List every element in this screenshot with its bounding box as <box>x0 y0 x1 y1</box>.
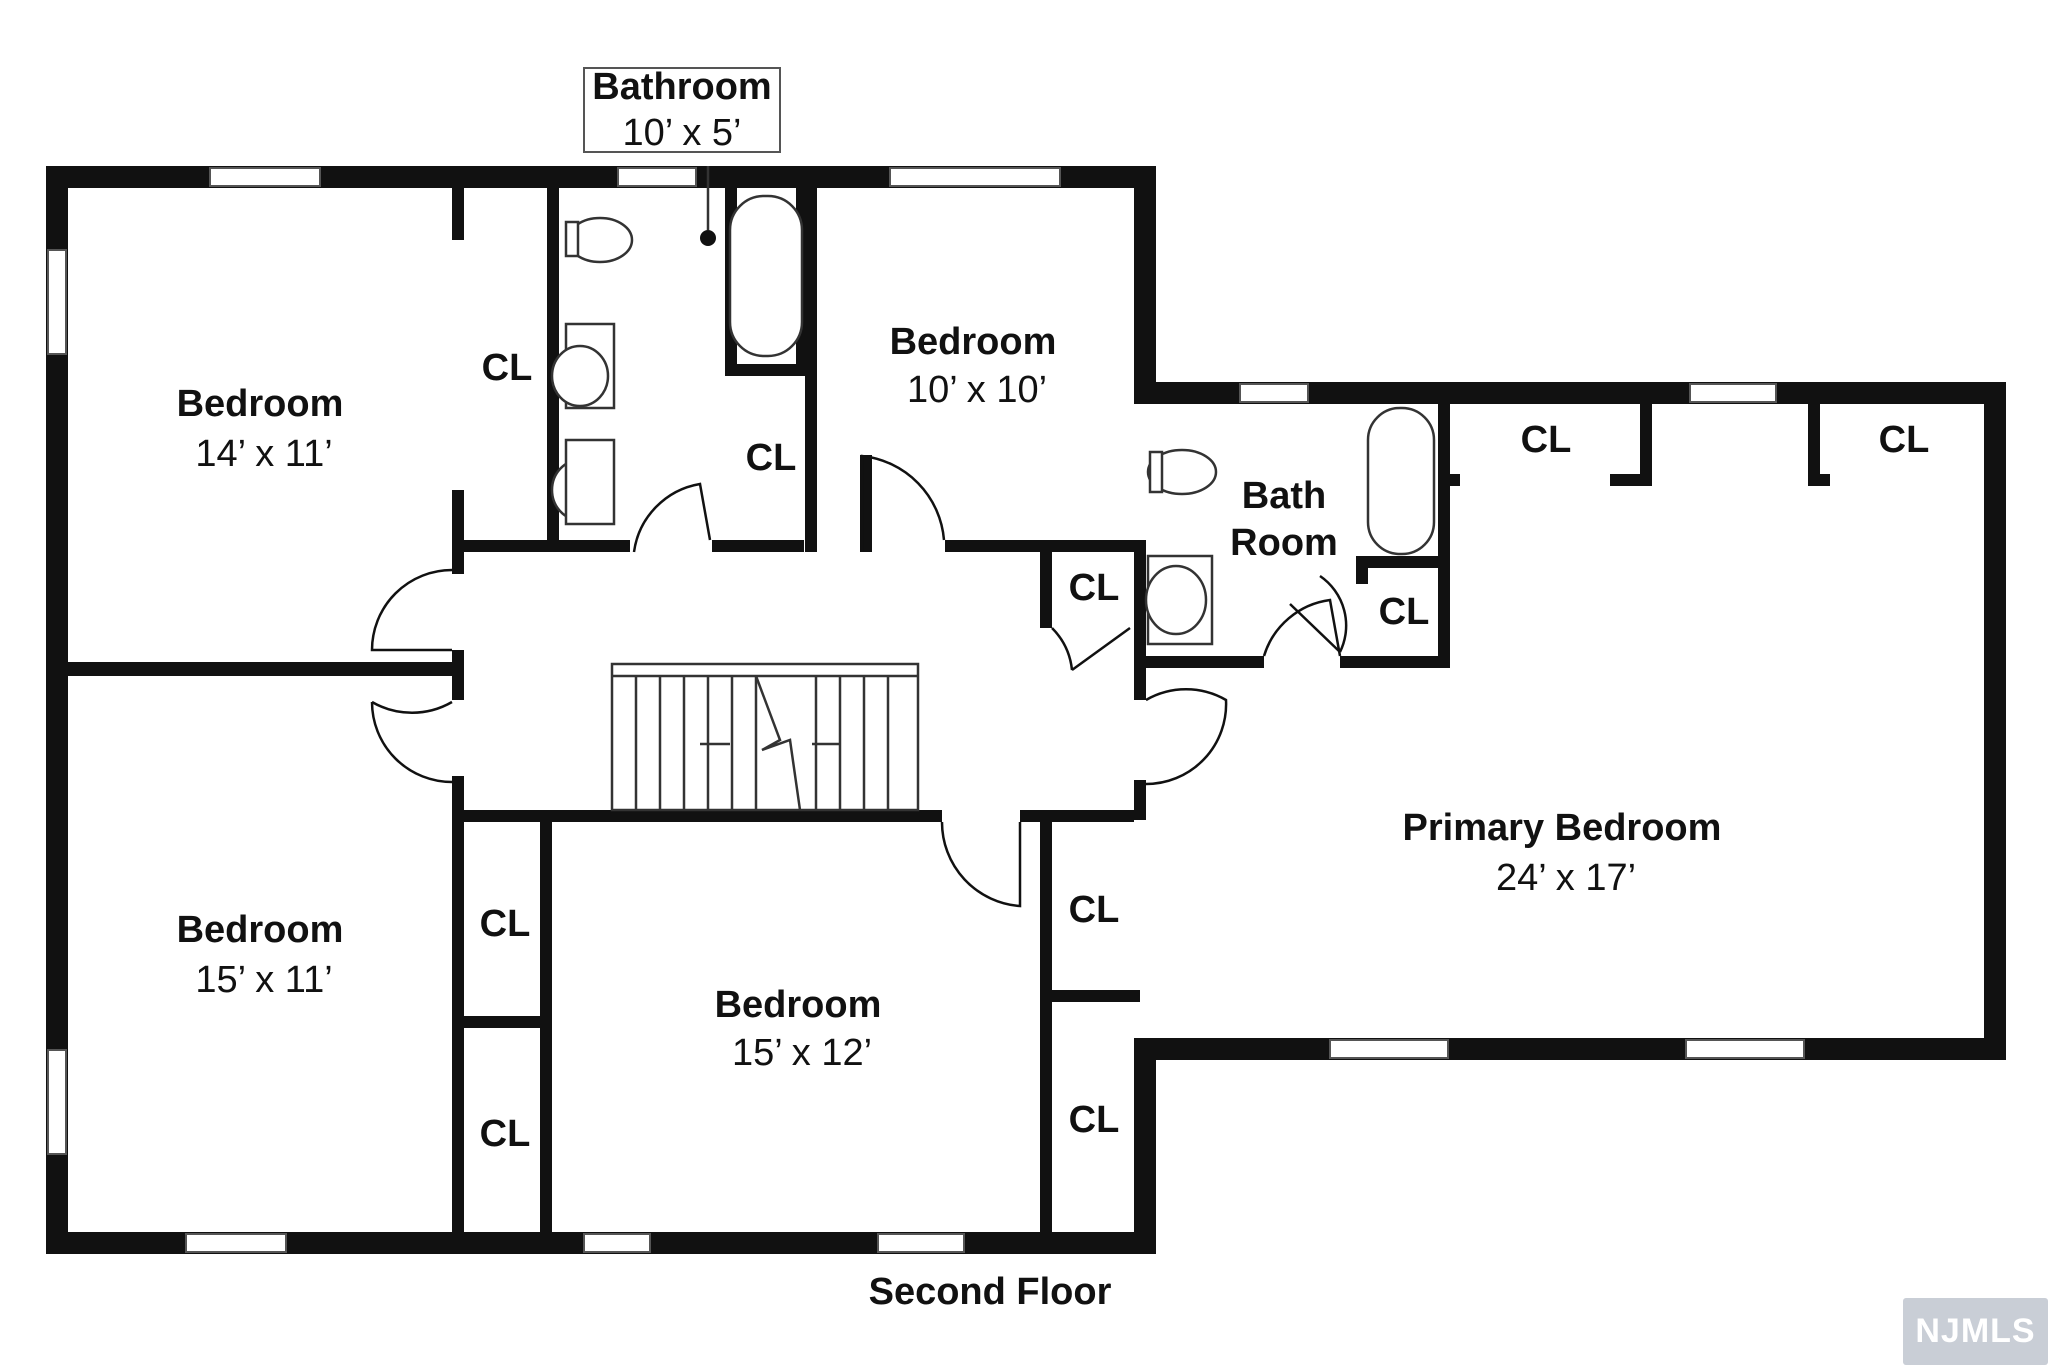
room-name-primary-bedroom: Primary Bedroom <box>1403 807 1722 849</box>
room-dims-bedroom-s: 15’ x 12’ <box>732 1032 872 1074</box>
room-dims-bedroom-n: 10’ x 10’ <box>907 369 1047 411</box>
closet-label: CL <box>480 1113 531 1155</box>
closet-label: CL <box>746 437 797 479</box>
room-name-bath-room: Bath <box>1242 475 1326 517</box>
room-name-bathroom-top: Bathroom <box>592 66 771 108</box>
closet-label: CL <box>1069 1099 1120 1141</box>
closet-label: CL <box>1879 419 1930 461</box>
room-dims-primary-bedroom: 24’ x 17’ <box>1496 857 1636 899</box>
closet-label: CL <box>1069 567 1120 609</box>
floor-label: Second Floor <box>869 1271 1112 1313</box>
room-dims-bathroom-top: 10’ x 5’ <box>623 112 742 154</box>
doors <box>370 454 1348 908</box>
room-name-bedroom-sw: Bedroom <box>177 909 344 951</box>
room-dims-bedroom-nw: 14’ x 11’ <box>195 433 332 475</box>
room-name-bedroom-n: Bedroom <box>890 321 1057 363</box>
watermark-text: NJMLS <box>1915 1312 2036 1350</box>
closet-label: CL <box>1069 889 1120 931</box>
windows <box>47 167 1805 1253</box>
closet-label: CL <box>1379 591 1430 633</box>
room-name-bath-room-line2: Room <box>1230 522 1338 564</box>
closet-label: CL <box>480 903 531 945</box>
room-name-bedroom-nw: Bedroom <box>177 383 344 425</box>
room-name-bedroom-s: Bedroom <box>715 984 882 1026</box>
closet-label: CL <box>1521 419 1572 461</box>
closet-label: CL <box>482 347 533 389</box>
fixtures <box>550 166 1436 646</box>
bathroom-label-box <box>583 67 781 153</box>
stairs <box>610 662 920 812</box>
watermark-logo: NJMLS <box>1903 1298 2048 1365</box>
room-dims-bedroom-sw: 15’ x 11’ <box>195 959 332 1001</box>
